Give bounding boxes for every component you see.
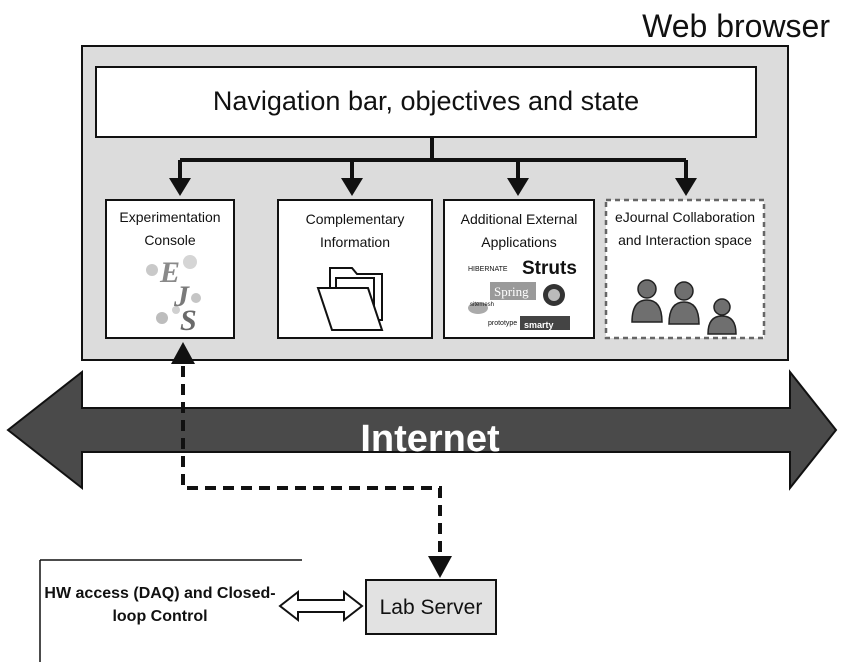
lab-server-label: Lab Server (379, 596, 483, 619)
folder-icon (316, 267, 384, 331)
svg-text:S: S (180, 304, 197, 337)
hw-server-arrow (278, 589, 364, 623)
panel-ejournal-title: eJournal Collaboration and Interaction s… (614, 209, 756, 248)
lab-server-box (365, 579, 497, 635)
users-group-icon (631, 279, 737, 335)
panel-experimentation-console (105, 199, 235, 339)
panel-experimentation-console-title: Experimentation Console (119, 209, 221, 248)
struts-logo: Struts (522, 258, 577, 279)
navbar-box (95, 66, 757, 138)
hardware-block-frame (39, 559, 302, 662)
framework-logos-icon (468, 282, 570, 330)
hibernate-logo: HIBERNATE (468, 266, 508, 273)
web-browser-title: Web browser (642, 8, 830, 44)
connector-arrowheads (169, 178, 697, 196)
dashed-arrowhead-down (428, 556, 452, 578)
internet-arrow (6, 369, 838, 491)
hardware-label: HW access (DAQ) and Closed-loop Control (44, 585, 276, 625)
panel-complementary-information-title: Complementary Information (305, 211, 405, 250)
svg-text:E: E (159, 256, 180, 289)
navbar-connectors (178, 137, 688, 180)
navbar-label: Navigation bar, objectives and state (212, 86, 640, 116)
sitemesh-logo: sitemesh (470, 302, 495, 308)
ejs-logo-icon: E J S (146, 255, 201, 337)
panel-additional-external-applications (443, 199, 595, 339)
prototype-logo: prototype (488, 320, 518, 327)
dashed-arrowhead-up (171, 342, 195, 364)
smarty-logo: smarty (524, 320, 554, 330)
panel-additional-external-applications-title: Additional External Applications (460, 211, 578, 250)
spring-logo: Spring (494, 284, 529, 299)
dashed-data-path (181, 366, 442, 558)
svg-text:J: J (173, 280, 190, 313)
internet-label: Internet (360, 418, 500, 460)
